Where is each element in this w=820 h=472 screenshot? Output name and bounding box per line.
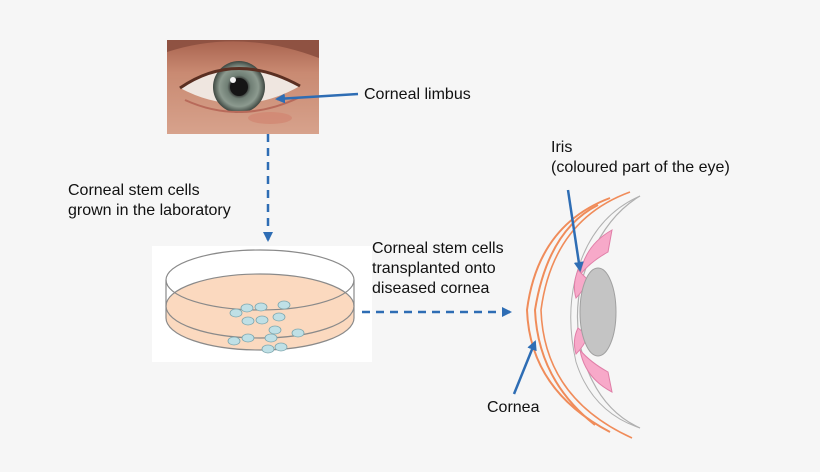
stem-cell <box>274 342 288 352</box>
iris-arrow <box>566 189 584 272</box>
stem-cell <box>291 328 305 338</box>
stem-cell <box>254 302 268 312</box>
eye-cross-section <box>525 191 641 439</box>
stem-cell <box>268 325 282 335</box>
stem-cell <box>261 344 275 354</box>
stem-cells <box>227 300 305 354</box>
stem-cell <box>229 308 243 318</box>
stem-cell <box>272 312 286 322</box>
grown-label-line-1: Corneal stem cells <box>68 182 200 199</box>
iris-label-line-1: Iris <box>551 139 573 156</box>
corneal-limbus-label: Corneal limbus <box>364 86 471 103</box>
cornea-label: Cornea <box>487 399 540 416</box>
stem-cell <box>227 336 241 346</box>
transplanted-label-line-1: Corneal stem cells <box>372 240 504 257</box>
transplanted-label-line-3: diseased cornea <box>372 280 490 297</box>
stem-cell <box>255 315 269 325</box>
cornea-arrow <box>512 340 537 395</box>
eye-photo <box>167 40 319 134</box>
stem-cell <box>241 316 255 326</box>
limbus-arrow <box>275 92 359 104</box>
iris-label-line-2: (coloured part of the eye) <box>551 159 730 176</box>
grown-label-line-2: grown in the laboratory <box>68 202 231 219</box>
grown-label: Corneal stem cells grown in the laborato… <box>68 181 231 221</box>
iris-label: Iris (coloured part of the eye) <box>551 138 730 178</box>
transplanted-label: Corneal stem cells transplanted onto dis… <box>372 239 504 299</box>
stem-cell <box>264 333 278 343</box>
stem-cell <box>241 333 255 343</box>
stem-cell <box>240 303 254 313</box>
transplanted-label-line-2: transplanted onto <box>372 260 496 277</box>
stem-cell <box>277 300 291 310</box>
